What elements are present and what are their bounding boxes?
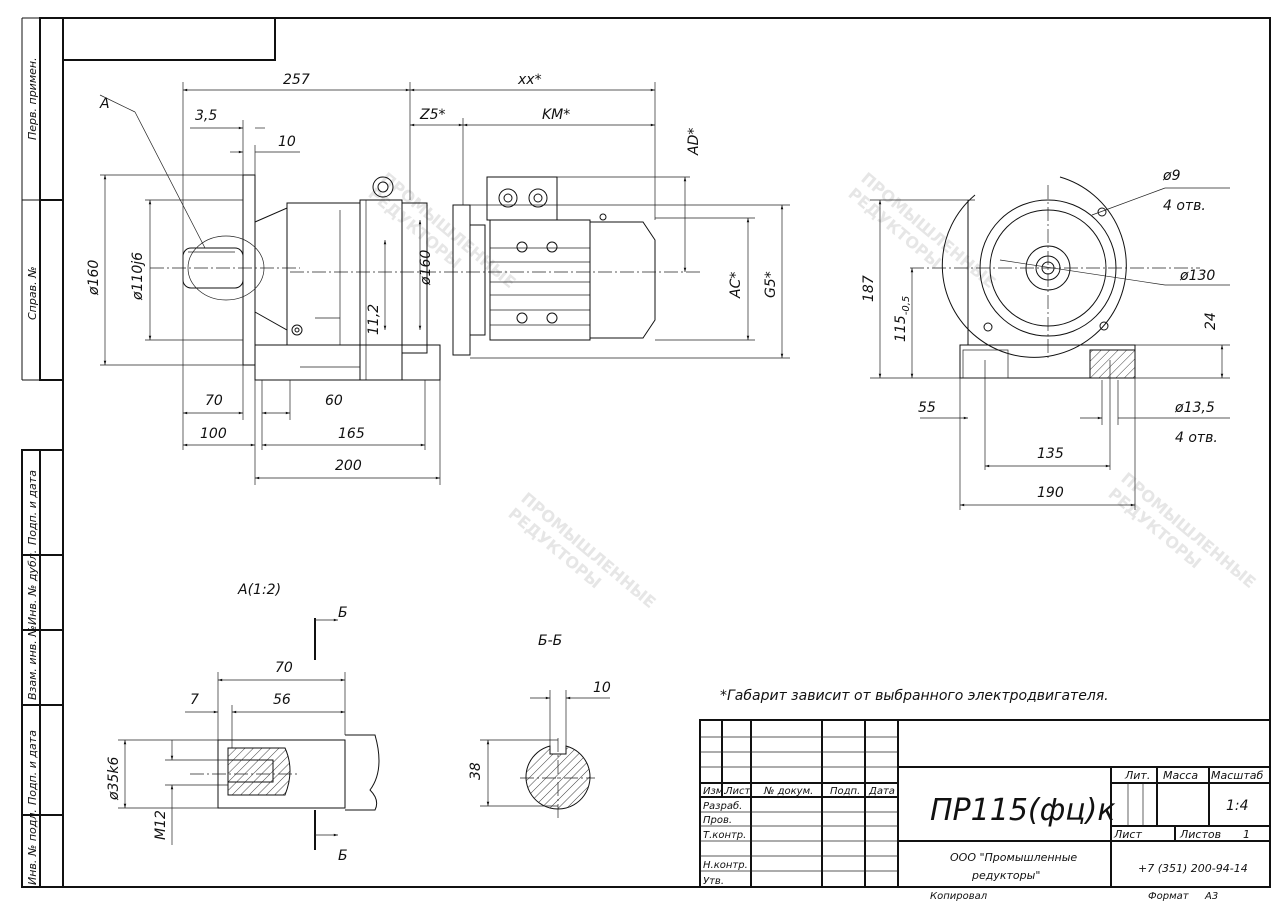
watermark-line1: ПРОМЫШЛЕННЫЕ (377, 169, 519, 293)
watermark-line1: ПРОМЫШЛЕННЫЕ (517, 489, 659, 613)
stamp-podp-data-2: Подп. и дата (26, 730, 39, 805)
designation: ПР115(фц)к (930, 793, 1116, 828)
dim-100: 100 (200, 426, 227, 442)
header-date: Дата (868, 786, 895, 797)
format-label: Формат (1148, 891, 1190, 902)
stamp-perv-primen: Перв. примен. (26, 57, 39, 140)
stamp-inv-podl: Инв. № подл. (26, 809, 39, 885)
main-view-dimensions: А 257 xx* Z5* KM* 3,5 10 ø160 ø110j6 ø16… (86, 72, 790, 485)
stamp-vzam-inv: Взам. инв. № (26, 625, 39, 700)
dim-70: 70 (205, 393, 223, 409)
dim-ac: AC* (728, 272, 744, 299)
watermark-line1: ПРОМЫШЛЕННЫЕ (857, 169, 999, 293)
dim-3-5: 3,5 (195, 108, 217, 124)
detail-dim-m12: M12 (153, 810, 169, 840)
dim-km: KM* (542, 107, 570, 123)
dim-ad: AD* (686, 128, 702, 156)
detail-dim-7: 7 (190, 692, 199, 708)
dim-11-2: 11,2 (366, 304, 382, 335)
header-podp: Подп. (830, 786, 860, 797)
dim-187: 187 (861, 275, 877, 302)
sheets-label: Листов (1179, 828, 1221, 841)
section-b-b: Б-Б 10 38 (468, 633, 611, 818)
dim-phi110j6: ø110j6 (130, 252, 146, 301)
dim-phi9: ø9 (1162, 168, 1181, 184)
section-dim-38: 38 (468, 762, 484, 780)
sheet-label: Лист (1113, 828, 1142, 841)
mass-label: Масса (1163, 769, 1198, 782)
stamp-inv-dubl: Инв. № дубл. (26, 550, 39, 625)
detail-dim-phi35k6: ø35k6 (106, 757, 122, 801)
row-nkontr: Н.контр. (703, 860, 748, 871)
dim-phi160-motor: ø160 (418, 250, 434, 286)
dim-55: 55 (918, 400, 936, 416)
header-doc-number: № докум. (763, 786, 813, 797)
lit-label: Лит. (1124, 769, 1150, 782)
dim-z5: Z5* (419, 107, 446, 123)
detail-a: А(1:2) Б Б 70 56 7 ø35k6 M12 (106, 582, 380, 864)
header-list: Лист (724, 786, 752, 797)
detail-dim-56: 56 (273, 692, 291, 708)
row-razrab: Разраб. (703, 800, 742, 812)
dim-phi130: ø130 (1179, 268, 1215, 284)
cut-mark-top: Б (338, 605, 348, 621)
dim-135: 135 (1037, 446, 1064, 462)
callout-a: А (99, 96, 110, 112)
company-line1: ООО "Промышленные (950, 851, 1077, 864)
dim-115-tolerance: -0,5 (901, 296, 912, 316)
copied-label: Копировал (930, 891, 988, 902)
dim-phi13-5: ø13,5 (1174, 400, 1215, 416)
sheet-frame (21, 17, 1271, 888)
cut-mark-bottom: Б (338, 848, 348, 864)
dim-xx: xx* (517, 72, 542, 88)
dim-60: 60 (325, 393, 343, 409)
footnote: *Габарит зависит от выбранного электродв… (720, 688, 1109, 704)
header-izm: Изм. (703, 786, 727, 797)
phone: +7 (351) 200-94-14 (1138, 862, 1248, 875)
dim-200: 200 (335, 458, 362, 474)
stamp-sprav: Справ. № (26, 266, 39, 320)
stamp-podp-data: Подп. и дата (26, 470, 39, 545)
scale-label: Масштаб (1211, 769, 1263, 782)
dim-257: 257 (283, 72, 310, 88)
company-line2: редукторы" (971, 869, 1040, 882)
dim-10: 10 (278, 134, 296, 150)
sheets-value: 1 (1243, 828, 1250, 841)
watermark-line1: ПРОМЫШЛЕННЫЕ (1117, 469, 1259, 593)
scale-value: 1:4 (1226, 798, 1249, 814)
row-tkontr: Т.контр. (703, 830, 746, 841)
side-stamps: Перв. примен. Справ. № Подп. и дата Инв.… (26, 57, 39, 885)
dim-165: 165 (338, 426, 365, 442)
dim-115-value: 115 (893, 315, 909, 342)
detail-dim-70: 70 (275, 660, 293, 676)
row-utv: Утв. (703, 876, 724, 887)
dim-holes-1: 4 отв. (1163, 198, 1206, 214)
dim-24: 24 (1203, 312, 1219, 330)
format-value: А3 (1204, 891, 1218, 902)
title-block: Изм. Лист № докум. Подп. Дата Разраб. Пр… (699, 719, 1271, 902)
dim-holes-2: 4 отв. (1175, 430, 1218, 446)
side-view-geometry (910, 176, 1200, 379)
dim-190: 190 (1037, 485, 1064, 501)
section-title: Б-Б (538, 633, 562, 649)
side-view-dimensions: ø9 4 отв. ø130 187 115-0,5 24 55 ø13,5 4… (861, 168, 1230, 510)
detail-a-title: А(1:2) (237, 582, 281, 598)
row-prov: Пров. (703, 815, 732, 826)
section-dim-10: 10 (593, 680, 611, 696)
dim-g5: G5* (763, 271, 779, 298)
dim-phi160: ø160 (86, 260, 102, 296)
main-view-geometry (150, 174, 700, 381)
dim-115: 115-0,5 (893, 296, 912, 342)
